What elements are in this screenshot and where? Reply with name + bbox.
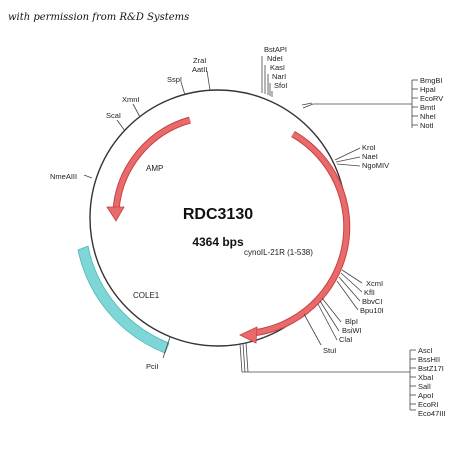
plasmid-name: RDC3130 [183,206,253,223]
site-label: BsiWI [342,326,362,335]
site-label: NgoMIV [362,161,389,170]
site-label: BstAPI [264,45,287,54]
site-label: KflI [364,288,375,297]
site-tick [116,119,126,132]
site-label: ZraI [193,56,206,65]
site-label: NheI [420,112,436,121]
site-label: ScaI [106,111,121,120]
amp-label: AMP [146,164,163,173]
site-label: Eco47III [418,409,446,418]
site-tick [83,174,93,179]
insert-feature-arrow [239,130,351,344]
site-tick [162,336,171,359]
site-label: BmtI [420,103,435,112]
site-label: XcmI [366,279,383,288]
site-label: SfoI [274,81,287,90]
right-top-box-lines [301,79,418,128]
site-label: NarI [272,72,286,81]
site-tick [303,313,322,346]
site-label: SspI [167,75,182,84]
site-label: BbvCI [362,297,382,306]
bottom-box-lines [239,342,416,411]
site-label: EcoRV [420,94,443,103]
site-tick [180,81,186,96]
site-label: NdeI [267,54,283,63]
site-label: AscI [418,346,433,355]
right-lower2-ticks [317,297,342,341]
site-label: BlpI [345,317,358,326]
plasmid-size: 4364 bps [192,235,244,249]
site-label: StuI [323,346,336,355]
right-lower-ticks [336,269,363,311]
site-label: KasI [270,63,285,72]
site-label: BssHII [418,355,440,364]
site-label: NmeAIII [50,172,77,181]
site-label: ClaI [339,335,352,344]
site-label: HpaI [420,85,436,94]
ori-label: COLE1 [133,291,160,300]
site-label: ApoI [418,391,433,400]
site-label: NotI [420,121,434,130]
insert-label: cynoIL-21R (1-538) [244,248,313,257]
site-label: BmgBI [420,76,443,85]
top-site-ticks [261,56,273,97]
amp-feature-arrow [106,116,191,222]
site-label: SalI [418,382,431,391]
site-label: EcoRI [418,400,438,409]
site-label: NaeI [362,152,378,161]
site-label: BstZ17I [418,364,444,373]
site-label: Bpu10I [360,306,384,315]
site-label: AatII [192,65,207,74]
right-mid-ticks [334,147,361,167]
permission-note: with permission from R&D Systems [8,12,189,23]
site-tick [132,103,141,118]
site-label: PciI [146,362,159,371]
site-label: XbaI [418,373,433,382]
site-label: KroI [362,143,376,152]
site-label: XmnI [122,95,140,104]
site-tick [206,70,211,91]
